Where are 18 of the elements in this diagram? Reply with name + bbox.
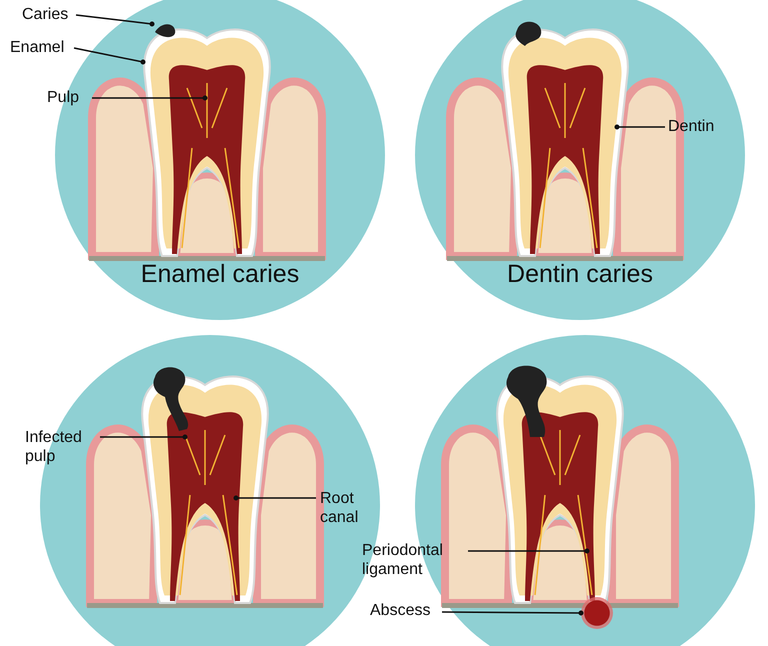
leader-line (468, 548, 590, 554)
part-label: Pulp (47, 88, 92, 107)
panel-caption: Enamel caries (140, 260, 300, 289)
leader-line (442, 610, 584, 616)
part-label: Abscess (370, 601, 440, 620)
part-label: Dentin (668, 117, 728, 136)
part-label: Caries (22, 5, 82, 24)
leader-line (92, 96, 208, 100)
leader-line (234, 496, 316, 500)
part-label: Infected pulp (25, 428, 100, 466)
leader-line (76, 14, 154, 26)
part-label: Root canal (320, 489, 370, 527)
leader-line (74, 47, 146, 64)
part-label: Periodontal ligament (362, 541, 467, 579)
leader-line (614, 124, 665, 130)
part-label: Enamel (10, 38, 74, 57)
panel-caption: Dentin caries (506, 260, 654, 289)
leader-line (100, 434, 188, 440)
